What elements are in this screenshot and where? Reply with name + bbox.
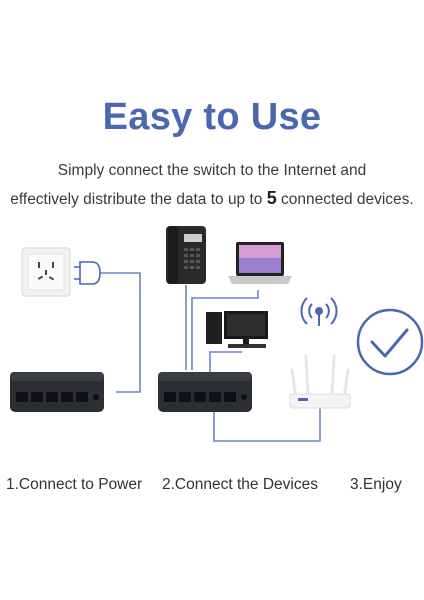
check-circle-icon — [356, 308, 424, 376]
laptop-cable — [191, 290, 259, 370]
step-connect-power: 1.Connect to Power — [6, 476, 143, 493]
power-cable — [100, 272, 141, 393]
cables — [100, 272, 321, 442]
description-line-1: Simply connect the switch to the Interne… — [57, 162, 367, 179]
description-line-2: effectively distribute the data to up to… — [0, 188, 424, 209]
laptop-icon — [228, 242, 292, 284]
description-text-end: connected devices. — [276, 191, 414, 208]
router-cable — [213, 400, 321, 442]
desk-phone-icon — [166, 226, 206, 284]
page-title: Easy to Use — [102, 96, 322, 138]
description-text-start: effectively distribute the data to up to — [10, 191, 267, 208]
desktop-cable — [209, 351, 242, 372]
switch-icon — [158, 372, 252, 412]
step-enjoy: 3.Enjoy — [350, 476, 402, 493]
power-outlet-icon — [21, 247, 71, 297]
wifi-signal-icon — [300, 297, 338, 326]
plug-icon — [74, 261, 101, 285]
device-count: 5 — [266, 188, 277, 208]
wifi-router-icon — [289, 354, 351, 409]
step-connect-devices: 2.Connect the Devices — [162, 476, 318, 493]
desktop-pc-icon — [206, 311, 268, 348]
switch-icon — [10, 372, 104, 412]
